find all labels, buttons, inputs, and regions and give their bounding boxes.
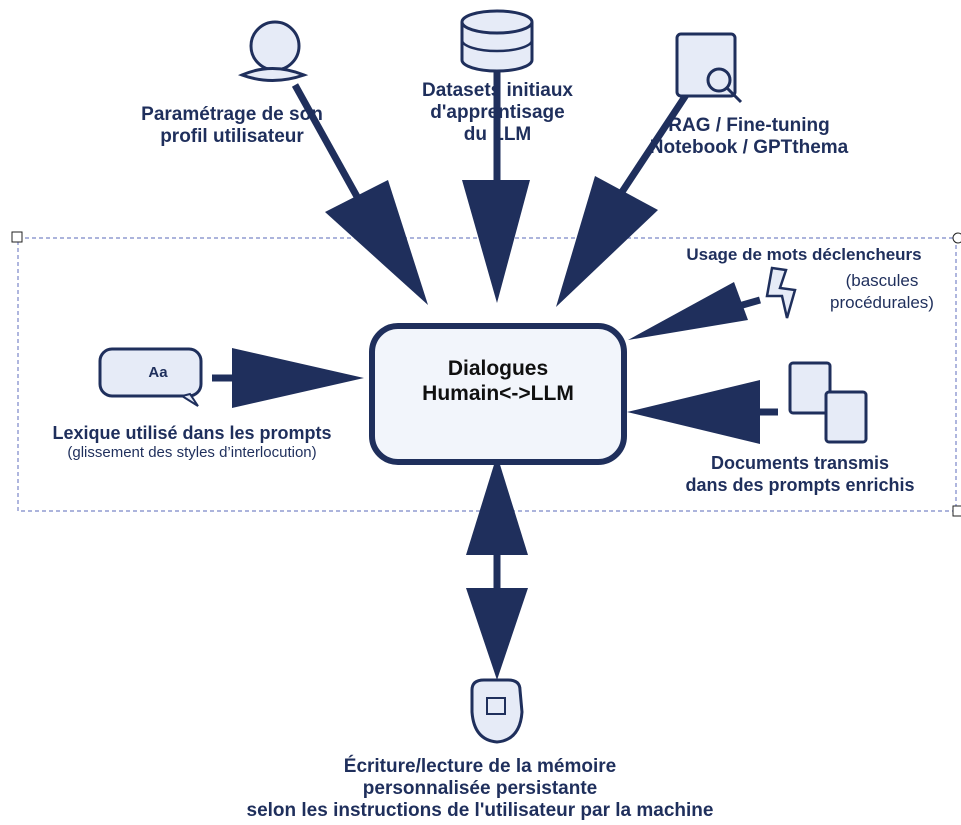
label-triggers-sub: (bascules procédurales) (812, 270, 952, 314)
center-line-1: Dialogues (447, 357, 549, 380)
label-memory: Écriture/lecture de la mémoire personnal… (180, 756, 780, 822)
label-triggers-sub-line-2: procédurales) (830, 293, 934, 312)
label-documents-line-2: dans des prompts enrichis (685, 475, 915, 495)
label-rag-line-2: Notebook / GPTthema (649, 137, 849, 158)
label-triggers-sub-line-1: (bascules (845, 271, 919, 290)
speech-bubble-text: Aa (148, 364, 168, 381)
label-triggers: Usage de mots déclencheurs (648, 244, 960, 266)
center-box[interactable] (369, 323, 627, 465)
database-icon (460, 9, 534, 73)
arrow-datasets (462, 62, 530, 303)
label-profile-line-1: Paramétrage de son (141, 104, 323, 125)
label-triggers-title: Usage de mots déclencheurs (686, 245, 922, 264)
label-documents: Documents transmis dans des prompts enri… (655, 452, 945, 496)
label-memory-line-1: Écriture/lecture de la mémoire (343, 756, 617, 777)
document-search-icon (675, 32, 743, 104)
label-memory-line-2: personnalisée persistante (362, 778, 598, 799)
selection-handle-bottom-right[interactable] (952, 505, 961, 517)
lightning-icon (765, 266, 797, 319)
speech-bubble-icon: Aa (98, 347, 203, 407)
label-profile-line-2: profil utilisateur (160, 126, 304, 147)
selection-handle-top-right[interactable] (952, 232, 961, 244)
label-datasets-line-2: d'apprentisage (430, 102, 565, 123)
label-datasets-line-1: Datasets initiaux (422, 80, 573, 101)
arrow-lexique (212, 348, 364, 408)
center-line-2: Humain<->LLM (422, 382, 574, 405)
arrow-rag (556, 90, 691, 307)
label-rag-line-1: RAG / Fine-tuning (668, 115, 830, 136)
label-memory-line-3: selon les instructions de l'utilisateur … (246, 800, 714, 821)
label-lexique-sub: (glissement des styles d’interlocution) (67, 444, 317, 461)
arrow-memory-bidirectional (466, 455, 528, 680)
selection-handle-top-left[interactable] (11, 231, 23, 243)
label-datasets: Datasets initiaux d'apprentisage du LLM (385, 80, 610, 146)
label-lexique-title: Lexique utilisé dans les prompts (52, 423, 332, 443)
label-lexique: Lexique utilisé dans les prompts (glisse… (18, 422, 366, 462)
documents-icon (788, 361, 868, 444)
label-rag: RAG / Fine-tuning Notebook / GPTthema (618, 115, 880, 159)
person-icon (237, 20, 309, 82)
label-datasets-line-3: du LLM (463, 124, 532, 145)
arrow-triggers (628, 282, 761, 340)
label-documents-line-1: Documents transmis (710, 453, 890, 473)
arrow-profile (291, 83, 428, 305)
memory-icon (470, 678, 524, 744)
arrow-documents (627, 380, 778, 444)
center-box-label: Dialogues Humain<->LLM (372, 356, 624, 406)
label-profile: Paramétrage de son profil utilisateur (112, 104, 352, 148)
